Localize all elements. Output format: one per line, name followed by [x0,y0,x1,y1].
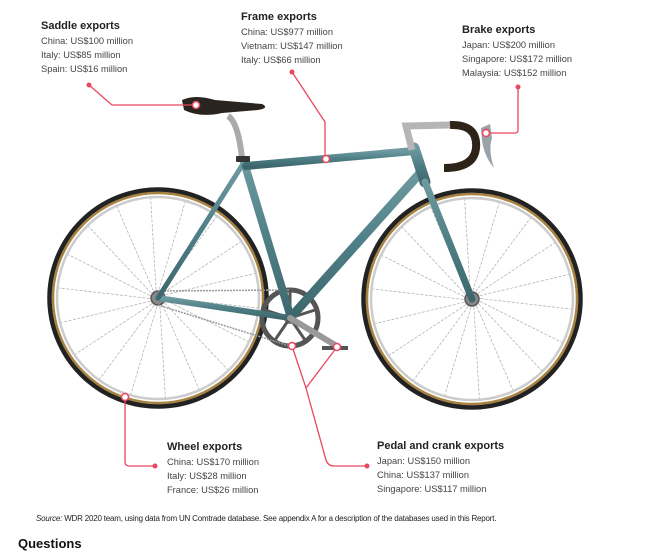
spoke [130,301,159,395]
handlebar-tape [443,120,481,172]
spoke [413,302,472,381]
spoke [160,300,200,390]
callout-lines [88,71,519,467]
tire-sidewall [365,192,579,406]
source-label: Source: [36,514,63,523]
pedal-title: Pedal and crank exports [377,440,505,452]
saddle [182,97,266,115]
seatpost [226,113,245,159]
spoke [116,206,156,296]
saddle-callout: Saddle exports China: US$100 million Ita… [41,20,133,76]
spoke [471,202,500,296]
spoke [444,302,473,396]
source-text: WDR 2020 team, using data from UN Comtra… [64,514,497,523]
spoke [88,226,155,297]
frame-line: Italy: US$66 million [241,55,321,65]
tire [361,188,583,410]
saddle-title: Saddle exports [41,20,120,32]
spoke [67,254,155,298]
stem [401,121,451,151]
source-note: Source: WDR 2020 team, using data from U… [36,514,497,523]
crank-arm [287,315,338,348]
spoke [389,301,470,356]
spoke [99,301,158,380]
spoke [157,201,186,295]
spoke [475,297,572,310]
brake-line: Japan: US$200 million [462,40,556,50]
spoke [60,299,155,323]
spoke [75,300,156,355]
brake-callout: Brake exports Japan: US$200 million Sing… [462,24,572,80]
bike-frame [155,142,476,322]
spoke [159,301,166,398]
pedal-line: Japan: US$150 million [377,456,471,466]
spoke [464,199,471,296]
spoke [474,301,514,391]
chain [157,289,291,347]
spoke [475,299,563,343]
spoke [474,242,555,297]
tire [47,187,269,409]
pedal-line: Singapore: US$117 million [377,484,487,494]
frame-line: Vietnam: US$147 million [241,41,343,51]
brake-line: Malaysia: US$152 million [462,68,567,78]
spoke [381,255,469,299]
wheel-line: Italy: US$28 million [167,471,247,481]
frame-title: Frame exports [241,11,317,23]
spoke [150,198,157,295]
pedal-callout: Pedal and crank exports Japan: US$150 mi… [377,440,504,496]
spoke [161,273,256,297]
callout-rings [120,100,491,402]
spoke [374,300,469,324]
frame-callout: Frame exports China: US$977 million Viet… [241,11,343,67]
saddle-line: Italy: US$85 million [41,50,121,60]
spoke [475,274,570,298]
frame-line: China: US$977 million [241,27,333,37]
spoke [475,300,542,371]
spoke [58,287,155,300]
wheel-callout: Wheel exports China: US$170 million Ital… [167,441,259,497]
wheel-line: France: US$26 million [167,485,259,495]
rim [55,195,261,401]
brake-title: Brake exports [462,24,536,36]
callout-dots [86,69,521,469]
spoke [160,241,241,296]
questions-heading: Questions [18,536,82,551]
spoke [161,299,228,370]
pedal-line: China: US$137 million [377,470,469,480]
saddle-line: Spain: US$16 million [41,64,128,74]
saddle-line: China: US$100 million [41,36,133,46]
spoke [161,298,249,342]
front-wheel [361,188,583,410]
wheel-line: China: US$170 million [167,457,259,467]
rim [369,196,575,402]
brake-line: Singapore: US$172 million [462,54,573,64]
wheel-title: Wheel exports [167,441,243,453]
spoke [372,288,469,301]
spoke [472,217,531,296]
spoke [402,227,469,298]
tire-sidewall [51,191,265,405]
spoke [473,302,480,399]
